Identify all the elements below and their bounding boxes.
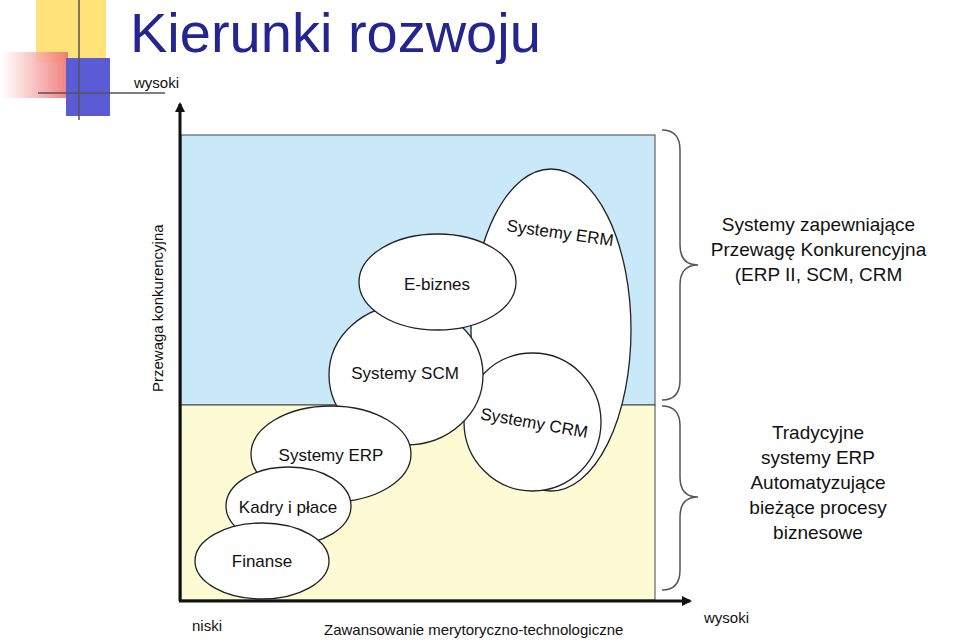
axis-title: Zawansowanie merytoryczno-technologiczne [324, 620, 623, 640]
curly-bracket [662, 130, 698, 400]
axis-title: Przewaga konkurencyjna [150, 224, 167, 392]
bracket-note: Systemy zapewniające Przewagę Konkurency… [706, 212, 931, 287]
slide-title: Kierunki rozwoju [130, 2, 541, 64]
curly-bracket [662, 406, 698, 590]
ellipse-node: Finanse [194, 522, 330, 600]
axis-origin-label: niski [192, 616, 222, 636]
ellipse-node: E-biznes [358, 233, 517, 331]
node-label: Systemy SCM [351, 365, 459, 384]
node-label: Kadry i płace [239, 499, 337, 518]
y-axis [179, 104, 182, 601]
bracket-note: Tradycyjne systemy ERP Automatyzujące bi… [738, 420, 898, 545]
axis-end-label: wysoki [134, 73, 179, 93]
node-label: Finanse [232, 553, 292, 572]
ellipse-node: Systemy ERMSystemy CRM [470, 168, 632, 492]
node-label: Systemy ERP [279, 447, 384, 466]
axis-end-label: wysoki [704, 608, 749, 628]
node-label: E-biznes [404, 276, 470, 295]
x-axis [179, 600, 690, 603]
